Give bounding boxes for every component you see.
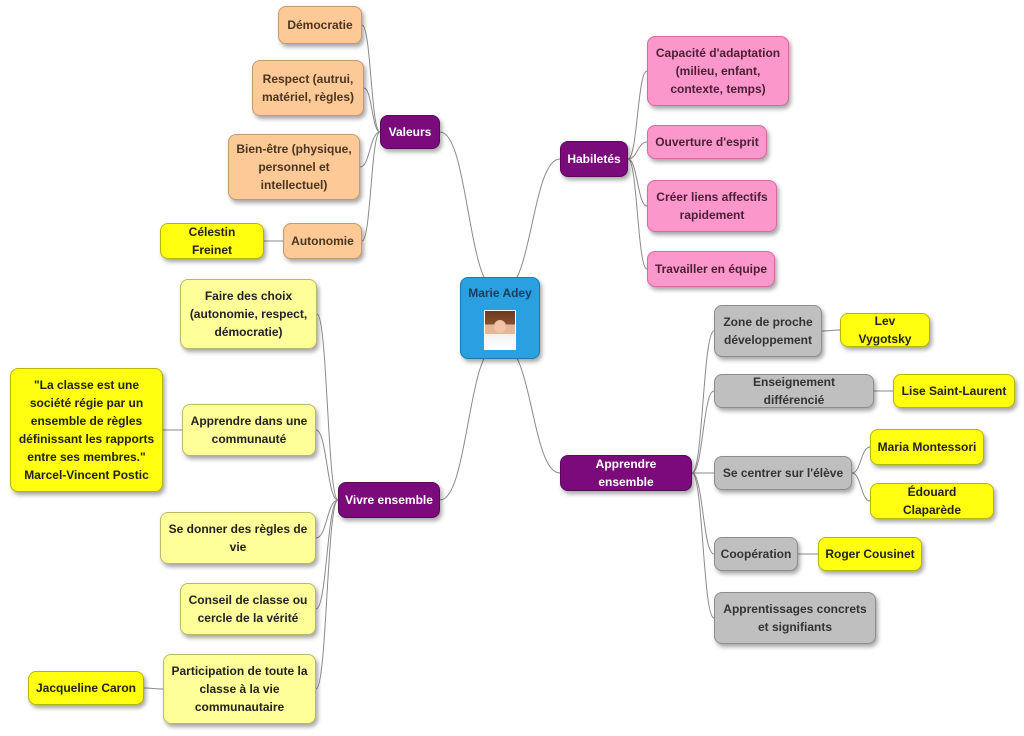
topic-habiletes[interactable]: Habiletés xyxy=(560,141,628,177)
topic-edouard-claparede[interactable]: Édouard Claparède xyxy=(870,483,994,519)
connector-topic-valeurs-to-topic-respect xyxy=(363,87,381,133)
connector-root-node-to-topic-valeurs xyxy=(439,131,497,290)
topic-celestin-freinet[interactable]: Célestin Freinet xyxy=(160,223,264,259)
topic-liens-affectifs[interactable]: Créer liens affectifs rapidement xyxy=(647,180,777,232)
topic-faire-des-choix[interactable]: Faire des choix (autonomie, respect, dém… xyxy=(180,279,317,349)
connector-topic-valeurs-to-topic-democratie xyxy=(361,24,381,133)
root-node[interactable]: Marie Adey xyxy=(460,277,540,359)
topic-conseil-de-classe[interactable]: Conseil de classe ou cercle de la vérité xyxy=(180,583,316,635)
topic-maria-montessori[interactable]: Maria Montessori xyxy=(870,429,984,465)
topic-travail-equipe[interactable]: Travailler en équipe xyxy=(647,251,775,287)
connector-topic-vivre-ensemble-to-topic-conseil-de-classe xyxy=(315,499,339,610)
topic-jacqueline-caron[interactable]: Jacqueline Caron xyxy=(28,671,144,705)
topic-participation[interactable]: Participation de toute la classe à la vi… xyxy=(163,654,316,724)
connector-topic-vivre-ensemble-to-topic-participation xyxy=(315,499,339,690)
topic-regles-de-vie[interactable]: Se donner des règles de vie xyxy=(160,512,316,564)
connector-root-node-to-topic-apprendre-ensemble xyxy=(503,346,561,474)
topic-valeurs[interactable]: Valeurs xyxy=(380,115,440,149)
topic-autonomie[interactable]: Autonomie xyxy=(283,223,362,259)
connector-topic-apprendre-ensemble-to-topic-enseignement-differencie xyxy=(691,390,715,474)
topic-lise-saint-laurent[interactable]: Lise Saint-Laurent xyxy=(893,374,1015,408)
topic-zone-proche[interactable]: Zone de proche développement xyxy=(714,305,822,357)
topic-bien-etre[interactable]: Bien-être (physique, personnel et intell… xyxy=(228,134,360,200)
connector-topic-habiletes-to-topic-adaptation xyxy=(627,70,648,160)
topic-respect[interactable]: Respect (autrui, matériel, règles) xyxy=(252,60,364,116)
connector-topic-habiletes-to-topic-travail-equipe xyxy=(627,158,648,270)
connector-topic-vivre-ensemble-to-topic-faire-des-choix xyxy=(316,313,339,501)
connector-topic-centrer-eleve-to-topic-edouard-claparede xyxy=(851,472,871,502)
topic-cooperation[interactable]: Coopération xyxy=(714,537,798,571)
connector-topic-apprendre-ensemble-to-topic-zone-proche xyxy=(691,330,715,474)
topic-apprendre-communaute[interactable]: Apprendre dans une communauté xyxy=(182,404,316,456)
topic-adaptation[interactable]: Capacité d'adaptation (milieu, enfant, c… xyxy=(647,36,789,106)
connector-topic-centrer-eleve-to-topic-maria-montessori xyxy=(851,446,871,474)
connector-topic-vivre-ensemble-to-topic-apprendre-communaute xyxy=(315,429,339,501)
connector-topic-apprendre-ensemble-to-topic-apprentissages-concrets xyxy=(691,472,715,619)
topic-apprentissages-concrets[interactable]: Apprentissages concrets et signifiants xyxy=(714,592,876,644)
topic-democratie[interactable]: Démocratie xyxy=(278,6,362,44)
connector-topic-valeurs-to-topic-autonomie xyxy=(361,131,381,242)
topic-roger-cousinet[interactable]: Roger Cousinet xyxy=(818,537,922,571)
connector-topic-habiletes-to-topic-liens-affectifs xyxy=(627,158,648,207)
connector-root-node-to-topic-vivre-ensemble xyxy=(439,346,497,501)
connector-topic-apprendre-ensemble-to-topic-cooperation xyxy=(691,472,715,555)
topic-ouverture[interactable]: Ouverture d'esprit xyxy=(647,125,767,159)
connector-topic-habiletes-to-topic-ouverture xyxy=(627,141,648,160)
connector-root-node-to-topic-habiletes xyxy=(503,158,561,290)
quote-postic[interactable]: "La classe est une société régie par un … xyxy=(10,368,163,492)
topic-enseignement-differencie[interactable]: Enseignement différencié xyxy=(714,374,874,408)
topic-centrer-eleve[interactable]: Se centrer sur l'élève xyxy=(714,456,852,490)
root-label: Marie Adey xyxy=(468,286,532,300)
portrait-photo-icon xyxy=(484,310,516,350)
topic-apprendre-ensemble[interactable]: Apprendre ensemble xyxy=(560,455,692,491)
connector-topic-participation-to-topic-jacqueline-caron xyxy=(143,687,164,690)
connector-topic-zone-proche-to-topic-lev-vygotsky xyxy=(821,329,841,332)
topic-lev-vygotsky[interactable]: Lev Vygotsky xyxy=(840,313,930,347)
connector-topic-vivre-ensemble-to-topic-regles-de-vie xyxy=(315,499,339,539)
connector-topic-valeurs-to-topic-bien-etre xyxy=(359,131,381,168)
topic-vivre-ensemble[interactable]: Vivre ensemble xyxy=(338,482,440,518)
